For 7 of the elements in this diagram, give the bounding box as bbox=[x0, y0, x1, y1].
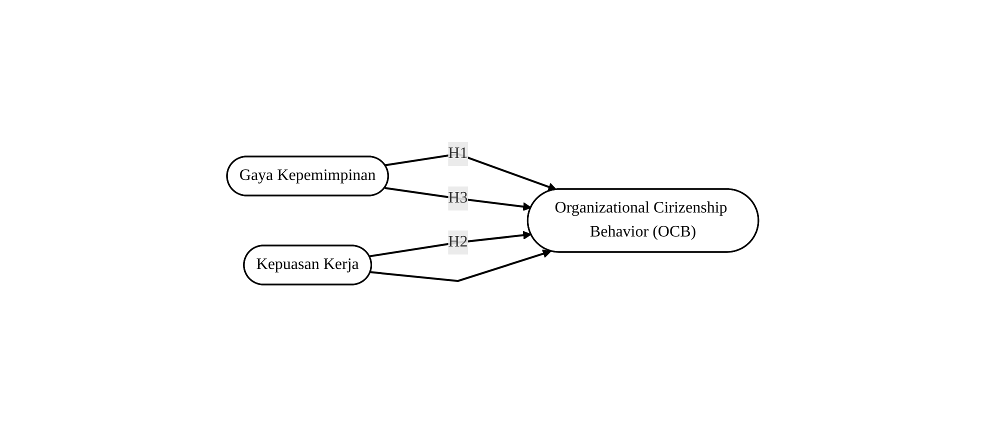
arrow bbox=[384, 187, 532, 212]
arrow bbox=[384, 153, 557, 192]
arrow bbox=[370, 250, 552, 282]
edge-label: H3 bbox=[448, 190, 468, 207]
arrow bbox=[369, 231, 532, 258]
edge-label: H2 bbox=[448, 234, 468, 251]
edge-label: H1 bbox=[448, 145, 468, 162]
